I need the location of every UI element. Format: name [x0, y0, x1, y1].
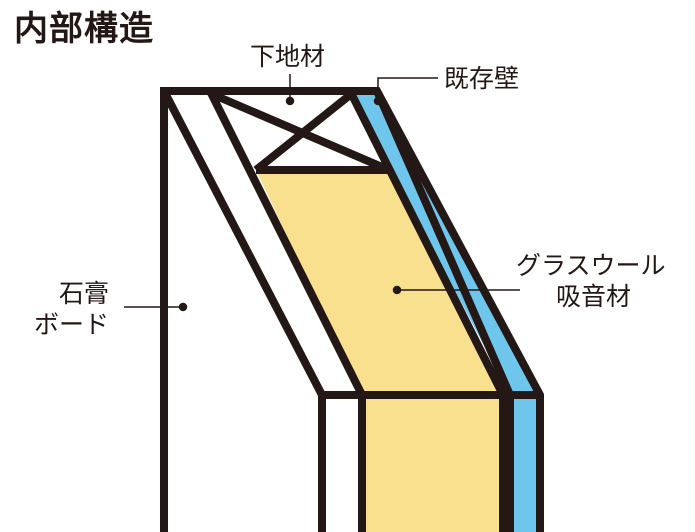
- label-existing-wall: 既存壁: [444, 64, 520, 93]
- label-glass-wool-line1: グラスウール: [516, 251, 666, 280]
- glass-wool-layer-slanted: [256, 170, 503, 395]
- label-gypsum-board-line1: 石膏: [59, 279, 110, 308]
- glass-wool-layer-vertical: [362, 395, 503, 532]
- label-shitaji: 下地材: [250, 42, 326, 71]
- diagram-title: 内部構造: [14, 9, 154, 49]
- existing-wall-layer-vertical: [510, 395, 540, 532]
- leader-lines: [124, 74, 520, 312]
- label-glass-wool: グラスウール 吸音材: [516, 250, 666, 313]
- label-glass-wool-line2: 吸音材: [556, 282, 632, 312]
- structure-outlines: [160, 87, 544, 532]
- label-gypsum-board-line2: ボード: [34, 310, 110, 340]
- label-gypsum-board: 石膏 ボード: [34, 278, 109, 341]
